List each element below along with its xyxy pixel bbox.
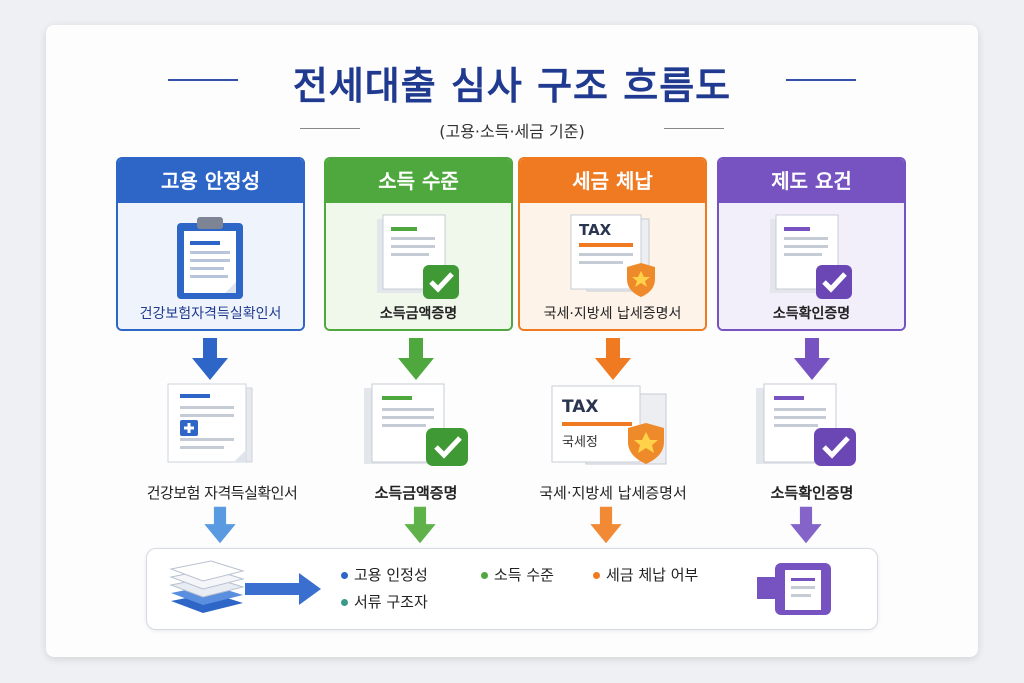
tax-stamp-label: 국세정 [562, 435, 598, 450]
title-rule-left [168, 79, 238, 81]
summary-item: 소득 수준 [481, 564, 554, 585]
column-header: 세금 체납 [520, 159, 705, 203]
title-rule-right [786, 79, 856, 81]
column-doc-caption: 소득확인증명 [772, 306, 851, 322]
tax-label: TAX [562, 397, 599, 417]
document-check-icon [756, 383, 856, 466]
subtitle-rule-left [300, 128, 360, 129]
diagram-subtitle: (고용·소득·세금 기준) [439, 122, 585, 141]
column-doc-caption: 소득금액증명 [379, 306, 458, 322]
column-header: 소득 수준 [326, 159, 511, 203]
mid-caption: 소득확인증명 [770, 484, 854, 502]
column-employment: 고용 안정성 건강보험자격득실확인서 [116, 157, 305, 331]
medical-document-icon [167, 383, 253, 463]
down-arrow-icon [790, 506, 822, 544]
summary-item: 세금 체납 어부 [593, 564, 698, 585]
mid-caption: 국세·지방세 납세증명서 [539, 484, 687, 502]
subtitle-rule-right [664, 128, 724, 129]
column-requirements: 제도 요건 소득확인증명 [717, 157, 906, 331]
document-check-icon [364, 383, 468, 466]
document-stack-icon [169, 560, 245, 613]
mid-caption: 소득금액증명 [374, 484, 458, 502]
result-document-icon [757, 563, 831, 615]
down-arrow-icon [404, 506, 436, 544]
column-doc-caption: 국세·지방세 납세증명서 [543, 306, 682, 322]
tax-label: TAX [579, 221, 612, 239]
clipboard-icon [177, 217, 243, 299]
bullet-dot [341, 572, 348, 579]
bullet-dot [593, 572, 600, 579]
column-header: 제도 요건 [719, 159, 904, 203]
mid-caption: 건강보험 자격득실확인서 [146, 484, 298, 502]
tax-document-icon: TAX [570, 214, 655, 297]
down-arrow-icon [192, 338, 228, 380]
down-arrow-icon [398, 338, 434, 380]
document-check-icon [377, 214, 459, 299]
down-arrow-icon [204, 506, 236, 544]
right-arrow-icon [245, 573, 321, 605]
column-header: 고용 안정성 [118, 159, 303, 203]
column-tax: 세금 체납 TAX 국세·지방세 납세증명서 [518, 157, 707, 331]
summary-item: 고용 인정성 [341, 564, 428, 585]
down-arrow-icon [794, 338, 830, 380]
document-check-icon [770, 214, 852, 299]
tax-document-icon: TAX 국세정 [551, 385, 667, 465]
bullet-dot [341, 599, 348, 606]
bullet-dot [481, 572, 488, 579]
column-income: 소득 수준 소득금액증명 [324, 157, 513, 331]
down-arrow-icon [590, 506, 622, 544]
down-arrow-icon [595, 338, 631, 380]
column-doc-caption: 건강보험자격득실확인서 [139, 306, 282, 322]
summary-panel: 고용 인정성 소득 수준 세금 체납 어부 서류 구조자 [146, 548, 878, 630]
summary-item: 서류 구조자 [341, 591, 428, 612]
diagram-title: 전세대출 심사 구조 흐름도 [292, 64, 732, 108]
